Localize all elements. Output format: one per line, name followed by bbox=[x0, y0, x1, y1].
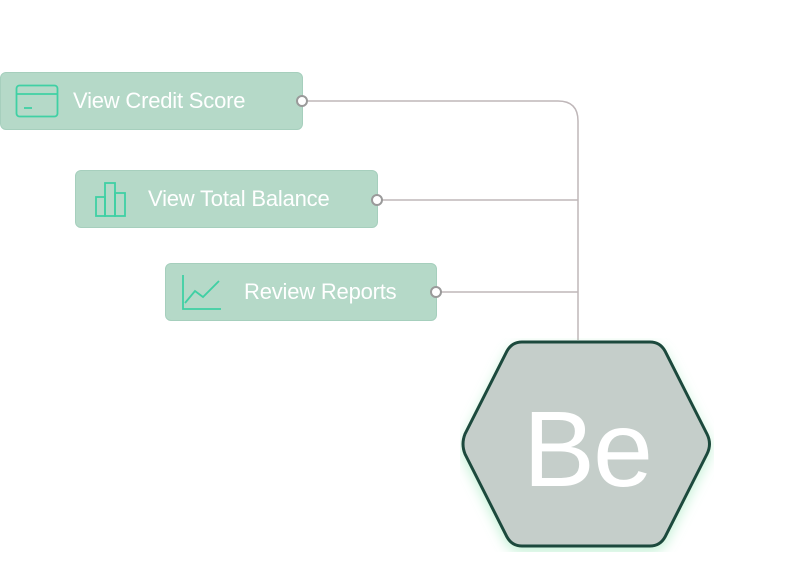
credit-card-icon bbox=[15, 81, 59, 121]
hub-label: Be bbox=[522, 387, 653, 509]
connector-dot-reports bbox=[430, 286, 442, 298]
review-reports-label: Review Reports bbox=[244, 279, 397, 304]
connector-dot-balance bbox=[371, 194, 383, 206]
review-reports-button[interactable]: Review Reports bbox=[165, 263, 437, 321]
view-total-balance-label: View Total Balance bbox=[148, 186, 330, 211]
view-credit-score-button[interactable]: View Credit Score bbox=[0, 72, 303, 130]
connector-dot-credit bbox=[296, 95, 308, 107]
connector-credit bbox=[306, 100, 579, 340]
hub-hexagon: Be bbox=[460, 338, 714, 552]
bar-chart-icon bbox=[90, 179, 134, 219]
view-credit-score-label: View Credit Score bbox=[73, 88, 246, 113]
line-chart-icon bbox=[180, 272, 224, 312]
view-total-balance-button[interactable]: View Total Balance bbox=[75, 170, 378, 228]
